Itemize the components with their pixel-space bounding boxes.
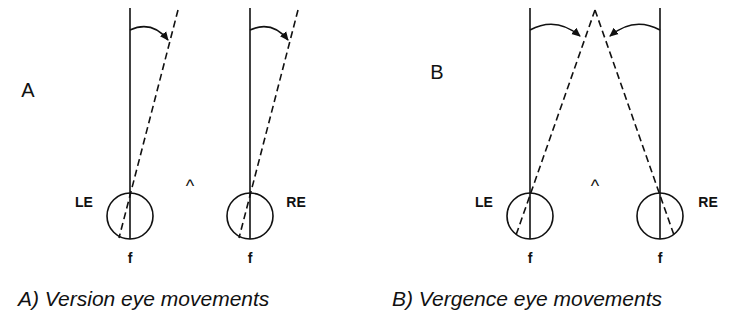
gaze-line [595, 10, 675, 238]
fovea-label: f [248, 251, 253, 265]
figure-caption: A) Version eye movements [18, 288, 269, 309]
fovea-label: f [528, 251, 533, 265]
panel-letter: A [21, 80, 34, 100]
eye-label: LE [75, 195, 93, 209]
gaze-line [515, 10, 595, 238]
gaze-line [119, 10, 178, 238]
rotation-arrow [130, 27, 168, 40]
fixation-line [249, 8, 251, 239]
fovea-label: f [128, 251, 133, 265]
fovea-label: f [658, 251, 663, 265]
rotation-arrow [250, 27, 288, 40]
rotation-arrow [530, 24, 580, 36]
nose-mark: ^ [591, 177, 599, 195]
eye-label: RE [698, 195, 717, 209]
figure-caption: B) Vergence eye movements [392, 288, 662, 309]
panel-letter: B [430, 62, 443, 82]
fixation-line [659, 8, 661, 239]
nose-mark: ^ [186, 177, 194, 195]
rotation-arrow [610, 24, 660, 36]
fixation-line [529, 8, 531, 239]
eye-label: RE [286, 195, 305, 209]
fixation-line [129, 8, 131, 239]
eye-label: LE [475, 195, 493, 209]
